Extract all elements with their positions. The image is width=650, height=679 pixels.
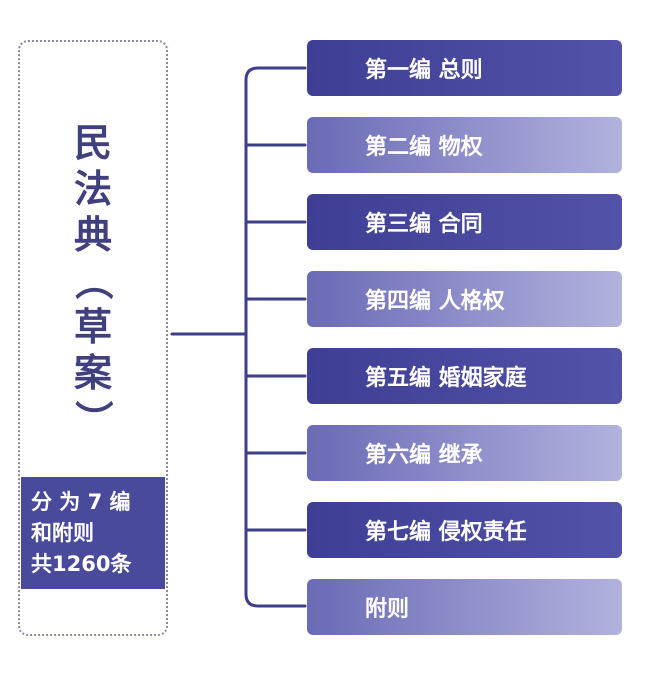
title-vertical: 民 法 典 （ 草 案 ） bbox=[18, 120, 168, 442]
chapter-box-appendix: 附则 bbox=[307, 579, 622, 635]
summary-line: 和附则 bbox=[31, 520, 94, 545]
left-panel bbox=[18, 40, 168, 636]
chapter-box-1: 第一编 总则 bbox=[307, 40, 622, 96]
chapter-box-4: 第四编 人格权 bbox=[307, 271, 622, 327]
title-char: 法 bbox=[73, 167, 112, 211]
chapter-box-6: 第六编 继承 bbox=[307, 425, 622, 481]
chapter-label: 第六编 继承 bbox=[365, 443, 483, 468]
chapter-box-3: 第三编 合同 bbox=[307, 194, 622, 250]
chapter-label: 第一编 总则 bbox=[365, 58, 483, 83]
summary-box: 分 为 7 编 和附则 共1260条 bbox=[21, 477, 165, 589]
title-char: 民 bbox=[73, 121, 112, 165]
chapter-label: 第四编 人格权 bbox=[365, 289, 505, 314]
chapter-box-5: 第五编 婚姻家庭 bbox=[307, 348, 622, 404]
title-char: 典 bbox=[73, 213, 112, 257]
chapter-label: 附则 bbox=[365, 597, 410, 622]
chapter-label: 第三编 合同 bbox=[365, 212, 483, 237]
summary-line: 分 为 7 编 bbox=[31, 489, 131, 514]
bracket-line bbox=[244, 66, 307, 608]
chapter-label: 第七编 侵权责任 bbox=[365, 520, 527, 545]
chapter-box-2: 第二编 物权 bbox=[307, 117, 622, 173]
title-char: 案 bbox=[73, 351, 112, 395]
chapter-label: 第五编 婚姻家庭 bbox=[365, 366, 527, 391]
summary-line: 共1260条 bbox=[31, 551, 132, 576]
title-char: 草 bbox=[73, 305, 112, 349]
chapter-label: 第二编 物权 bbox=[365, 135, 483, 160]
chapter-box-7: 第七编 侵权责任 bbox=[307, 502, 622, 558]
